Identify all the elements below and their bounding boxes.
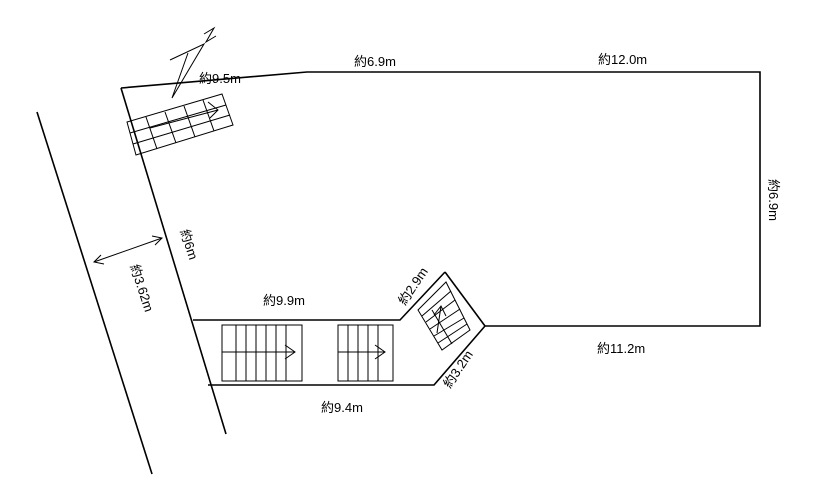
driveway-block-left: [221, 324, 303, 382]
label-top-right: 約12.0m: [598, 52, 647, 67]
label-inner-bottom: 約9.4m: [321, 400, 363, 415]
label-road-width: 約3.62m: [127, 262, 156, 313]
label-diag-lower: 約3.2m: [440, 348, 476, 391]
lot-boundary: [120, 71, 761, 386]
inner-top-edge: [193, 271, 446, 321]
road-edge-line: [36, 111, 153, 475]
stair-diagonal: [417, 281, 471, 351]
driveway-block-right: [337, 324, 394, 382]
label-top-left: 約9.5m: [199, 71, 241, 86]
label-top-mid: 約6.9m: [354, 54, 396, 69]
label-inner-top: 約9.9m: [263, 293, 305, 308]
stair-side-line: [444, 271, 486, 327]
label-right-side: 約6.9m: [766, 179, 781, 221]
label-frontage: 約6m: [177, 227, 201, 261]
road-width-arrow: [92, 235, 164, 265]
label-diag-upper: 約2.9m: [395, 265, 431, 308]
stair-top-left: [126, 93, 234, 156]
north-arrow-icon: [169, 26, 217, 99]
label-bottom-right: 約11.2m: [597, 341, 645, 356]
frontage-line: [120, 87, 227, 435]
